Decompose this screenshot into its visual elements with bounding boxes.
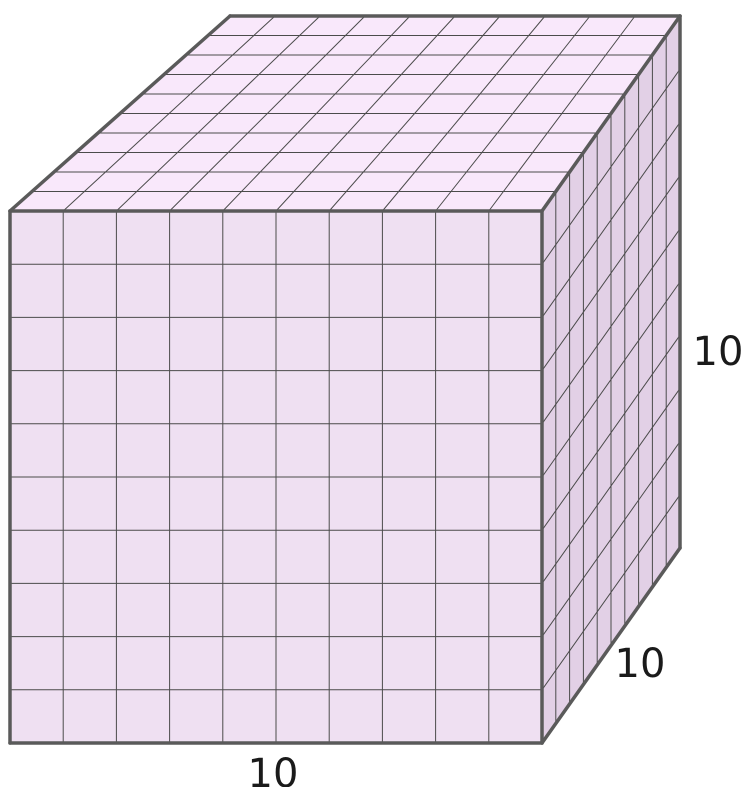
- top-grid-line: [435, 15, 591, 212]
- cube-edge: [540, 14, 682, 213]
- depth-label: 10: [615, 641, 666, 687]
- side-grid-line: [541, 494, 681, 691]
- cube-edges: [8, 14, 682, 745]
- top-grid-line: [381, 15, 546, 212]
- height-label: 10: [693, 329, 744, 375]
- side-grid-line: [541, 387, 681, 584]
- cube-edge: [540, 546, 682, 745]
- cube-faces: [10, 16, 680, 743]
- cube-edge: [8, 14, 232, 213]
- side-grid-line: [541, 334, 681, 531]
- top-grid-line: [488, 15, 636, 212]
- side-grid-line: [541, 281, 681, 478]
- cube-grid-lines: [9, 15, 681, 744]
- width-label: 10: [248, 751, 299, 787]
- side-grid-line: [541, 441, 681, 638]
- top-grid-line: [328, 15, 501, 212]
